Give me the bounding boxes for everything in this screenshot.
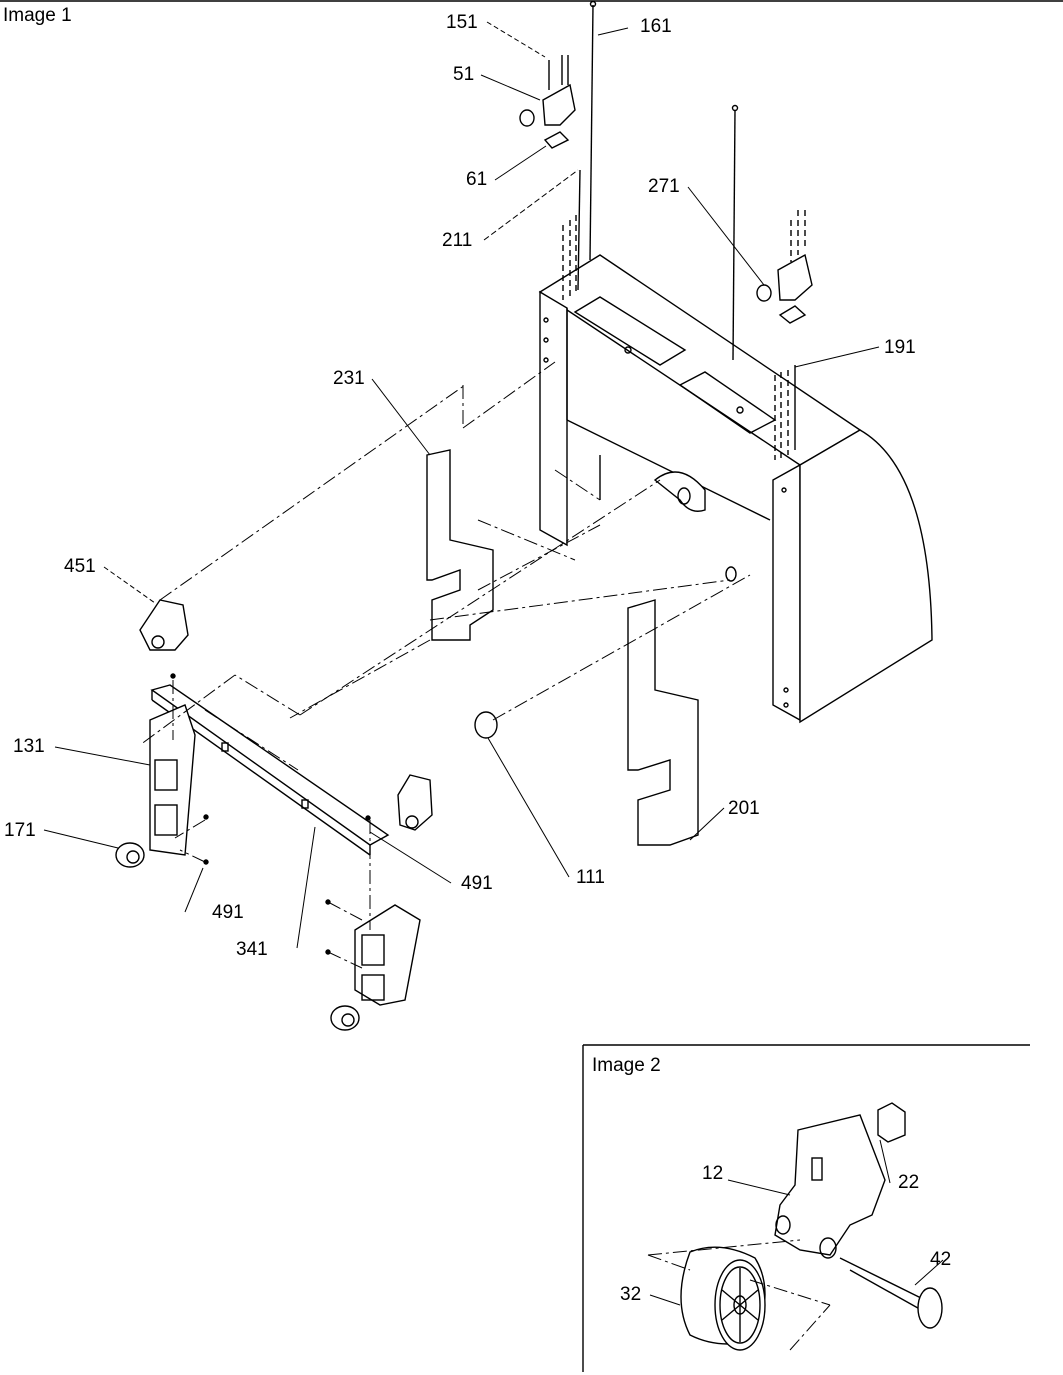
- caster-wheel-171: [115, 842, 145, 868]
- rod-parts: [589, 0, 739, 361]
- image2-title: Image 2: [592, 1055, 661, 1076]
- callout-111: 111: [576, 867, 605, 888]
- hinge-bracket-51: [519, 55, 581, 300]
- caster-bracket-131: [149, 704, 196, 856]
- callout-171: 171: [4, 820, 36, 841]
- callout-131: 131: [13, 736, 45, 757]
- side-plate-201: [627, 599, 699, 846]
- callout-271: 271: [648, 176, 680, 197]
- cabinet-housing: [538, 254, 933, 724]
- leader-lines-image1: [43, 21, 880, 949]
- projection-lines-image2: [647, 1239, 831, 1351]
- callout-231: 231: [333, 368, 365, 389]
- hinge-bracket-271: [756, 210, 813, 460]
- caster-assembly-12: [774, 1114, 886, 1259]
- clip-22: [877, 1102, 906, 1143]
- callout-22: 22: [898, 1172, 920, 1193]
- axle-pin-42: [839, 1257, 943, 1329]
- callout-12: 12: [702, 1163, 724, 1184]
- callout-42: 42: [930, 1249, 952, 1270]
- leader-lines-image2: [649, 1139, 944, 1306]
- callout-451: 451: [64, 556, 96, 577]
- wheel-32: [680, 1246, 766, 1351]
- callout-151: 151: [446, 12, 478, 33]
- projection-lines: [139, 361, 751, 969]
- washer-111: [474, 711, 498, 739]
- callout-491-left: 491: [212, 902, 244, 923]
- caster-bracket-front: [330, 904, 421, 1031]
- callout-32: 32: [620, 1284, 642, 1305]
- callout-61: 61: [466, 169, 488, 190]
- callout-211: 211: [442, 230, 473, 251]
- caster-bracket-mid: [397, 774, 433, 831]
- callout-491-right: 491: [461, 873, 493, 894]
- image2-frame: [582, 1044, 1030, 1372]
- side-plate-231: [426, 449, 494, 641]
- callout-201: 201: [728, 798, 760, 819]
- callout-161: 161: [640, 16, 672, 37]
- callout-51: 51: [453, 64, 475, 85]
- image1-title: Image 1: [3, 5, 72, 26]
- callout-191: 191: [884, 337, 916, 358]
- callout-341: 341: [236, 939, 268, 960]
- caster-bracket-451: [139, 599, 189, 651]
